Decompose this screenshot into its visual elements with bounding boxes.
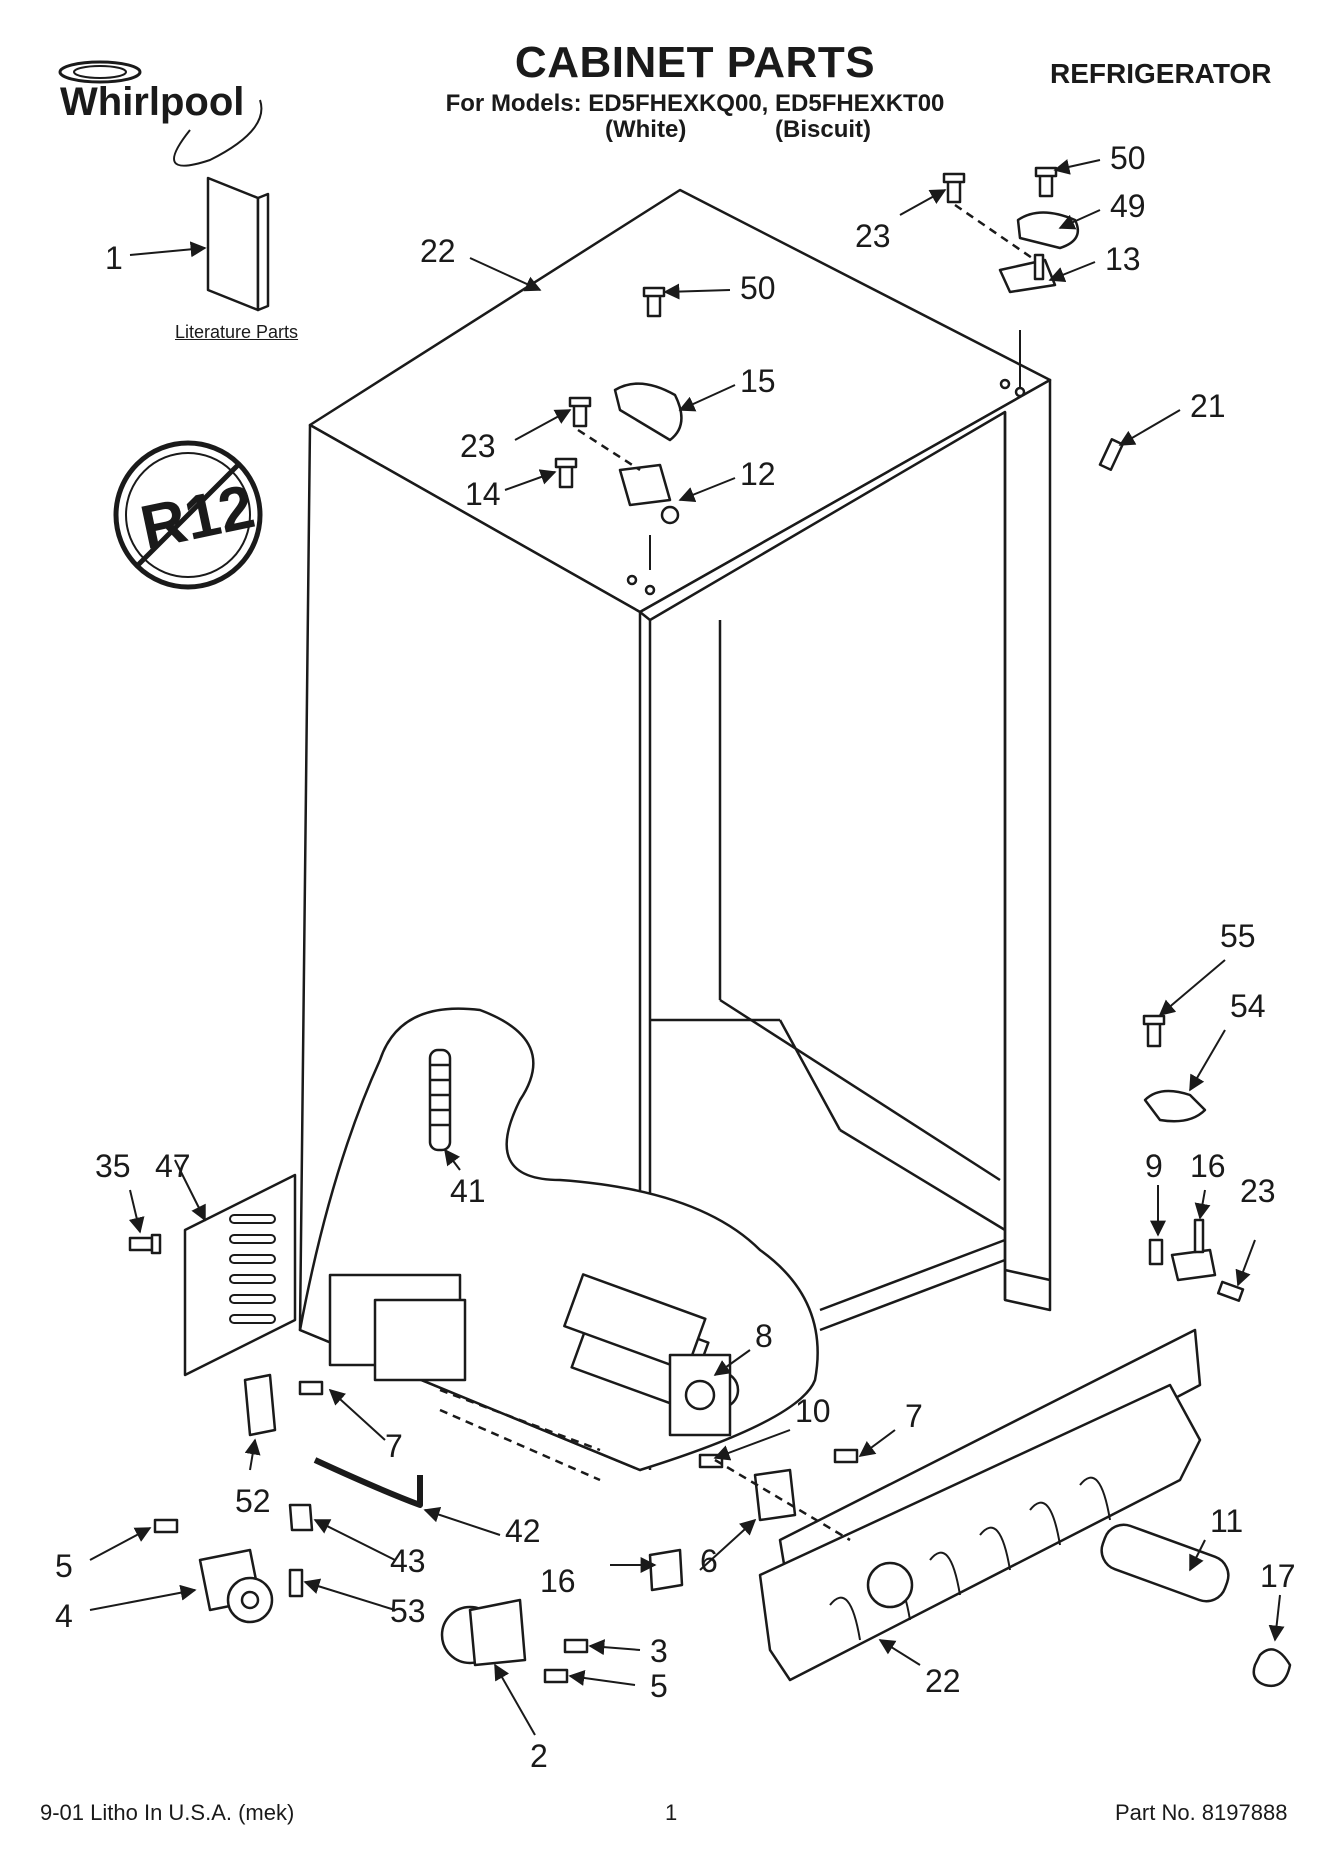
callout-53: 53: [390, 1593, 426, 1629]
roller-icon: [440, 1598, 527, 1667]
literature-parts-label: Literature Parts: [175, 322, 299, 342]
screw-icon: [642, 286, 666, 318]
filter-cap-icon: [1252, 1648, 1292, 1688]
screw-icon: [1142, 1014, 1166, 1048]
screw-icon: [554, 457, 578, 489]
bracket-icon: [1143, 1089, 1207, 1123]
callout-49: 49: [1110, 188, 1146, 224]
hinge-icon: [998, 258, 1057, 294]
callout-52: 52: [235, 1483, 271, 1519]
callout-7-right: 7: [905, 1398, 923, 1434]
callout-4: 4: [55, 1598, 73, 1634]
brand-logo: Whirlpool: [40, 40, 280, 170]
r12-prohibited-icon: R12: [113, 440, 263, 590]
callout-35: 35: [95, 1148, 131, 1184]
screw-icon: [563, 1638, 589, 1654]
plug-icon: [1098, 438, 1124, 471]
screw-icon: [1034, 166, 1058, 198]
toe-grille: [758, 1383, 1202, 1682]
screw-icon: [128, 1233, 162, 1255]
callout-7-left: 7: [385, 1428, 403, 1464]
footer-part-number: Part No. 8197888: [1115, 1800, 1288, 1825]
clamp-icon: [288, 1503, 314, 1532]
clip-icon: [753, 1468, 797, 1522]
callout-10: 10: [795, 1393, 831, 1429]
screw-icon: [1216, 1280, 1245, 1302]
leader-lines: [89, 159, 1285, 1736]
callout-16-bottom: 16: [540, 1563, 576, 1599]
screw-icon: [153, 1518, 179, 1534]
hinge-cover-icon: [1016, 211, 1080, 250]
bracket-icon: [648, 1548, 684, 1592]
whirlpool-logo-icon: Whirlpool: [58, 60, 263, 167]
tube-clamp-icon: [243, 1373, 277, 1437]
callout-47: 47: [155, 1148, 191, 1184]
callout-12: 12: [740, 456, 776, 492]
callout-50-top: 50: [1110, 140, 1146, 176]
callout-6: 6: [700, 1543, 718, 1579]
footer-page-number: 1: [665, 1800, 678, 1825]
roller-icon: [198, 1548, 274, 1624]
callout-16-right: 16: [1190, 1148, 1226, 1184]
shim-icon: [1148, 1238, 1164, 1266]
screw-icon: [298, 1380, 324, 1396]
callout-55: 55: [1220, 918, 1256, 954]
callout-22-top: 22: [420, 233, 456, 269]
water-line-icon: [313, 1457, 423, 1508]
callout-15: 15: [740, 363, 776, 399]
callout-41: 41: [450, 1173, 486, 1209]
screw-icon: [543, 1668, 569, 1684]
brand-name: Whirlpool: [60, 80, 244, 124]
callout-5-bottom: 5: [650, 1668, 668, 1704]
callout-8: 8: [755, 1318, 773, 1354]
screw-icon: [568, 396, 592, 428]
callout-13: 13: [1105, 241, 1141, 277]
callout-23-center: 23: [460, 428, 496, 464]
callout-23-top: 23: [855, 218, 891, 254]
color-white: (White): [605, 116, 687, 143]
callout-1: 1: [105, 240, 123, 276]
callout-9: 9: [1145, 1148, 1163, 1184]
models-line: For Models: ED5FHEXKQ00, ED5FHEXKT00: [445, 90, 945, 117]
callout-22-bottom: 22: [925, 1663, 961, 1699]
callout-2: 2: [530, 1738, 548, 1774]
callout-5-left: 5: [55, 1548, 73, 1584]
water-filter-icon: [1100, 1523, 1230, 1603]
hinge-cover-icon: [613, 382, 683, 442]
hinge-pin-bracket-icon: [1170, 1248, 1217, 1282]
callout-23-right: 23: [1240, 1173, 1276, 1209]
screw-icon: [288, 1568, 304, 1598]
callout-17: 17: [1260, 1558, 1296, 1594]
literature-booklet-icon: [206, 176, 270, 312]
page-title: CABINET PARTS: [514, 38, 876, 87]
appliance-type: REFRIGERATOR: [1050, 58, 1272, 89]
callout-42: 42: [505, 1513, 541, 1549]
footer-litho: 9-01 Litho In U.S.A. (mek): [40, 1800, 295, 1825]
drain-hose-icon: [428, 1048, 452, 1152]
screw-icon: [942, 172, 966, 204]
callout-11: 11: [1210, 1503, 1244, 1539]
callout-21: 21: [1190, 388, 1226, 424]
hinge-icon: [618, 463, 672, 507]
screw-icon: [833, 1448, 859, 1464]
callout-54: 54: [1230, 988, 1266, 1024]
callout-43: 43: [390, 1543, 426, 1579]
callout-14: 14: [465, 476, 501, 512]
callout-3: 3: [650, 1633, 668, 1669]
callout-50-center: 50: [740, 270, 776, 306]
color-biscuit: (Biscuit): [775, 116, 871, 143]
